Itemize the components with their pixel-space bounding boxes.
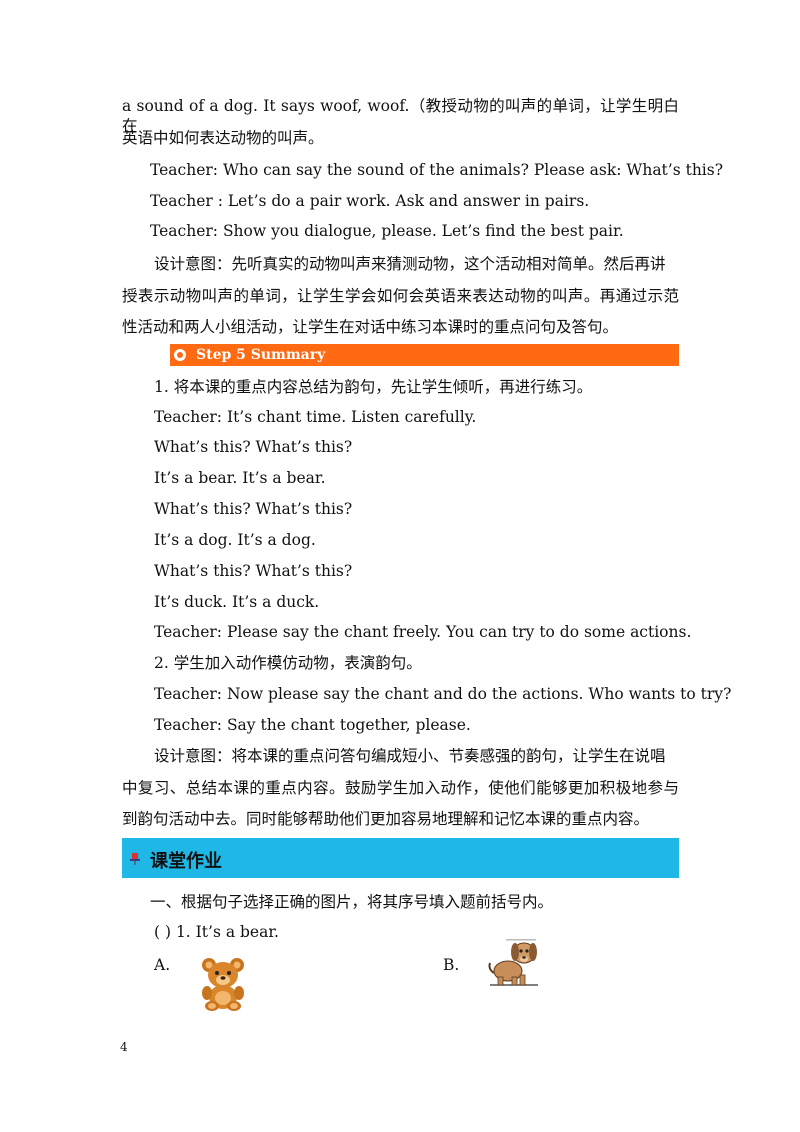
option-a-label: A. (154, 956, 171, 974)
design-intent-line: 中复习、总结本课的重点内容。鼓励学生加入动作，使他们能够更加积极地参与 (122, 779, 679, 797)
design-intent-line: 设计意图：将本课的重点问答句编成短小、节奏感强的韵句，让学生在说唱 (154, 747, 666, 765)
chant-line: It’s a bear. It’s a bear. (154, 469, 326, 487)
paragraph-line: 英语中如何表达动物的叫声。 (122, 129, 324, 147)
chant-line: It’s a dog. It’s a dog. (154, 531, 316, 549)
chant-line: What’s this? What’s this? (154, 500, 353, 518)
dog-picture (488, 939, 538, 986)
design-intent-line: 授表示动物叫声的单词，让学生学会如何会英语来表达动物的叫声。再通过示范 (122, 287, 679, 305)
summary-line: Teacher: Please say the chant freely. Yo… (154, 623, 692, 641)
chant-line: What’s this? What’s this? (154, 438, 353, 456)
chant-line: What’s this? What’s this? (154, 562, 353, 580)
chant-line: It’s duck. It’s a duck. (154, 593, 320, 611)
summary-line: Teacher: Say the chant together, please. (154, 716, 471, 734)
teddy-bear-picture (202, 958, 244, 1011)
summary-line: Teacher: It’s chant time. Listen careful… (154, 408, 477, 426)
option-b-label: B. (443, 956, 460, 974)
summary-line: 1. 将本课的重点内容总结为韵句，先让学生倾听，再进行练习。 (154, 378, 593, 396)
page-number: 4 (120, 1040, 128, 1054)
exercise-instruction: 一、根据句子选择正确的图片，将其序号填入题前括号内。 (150, 893, 554, 911)
design-intent-line: 设计意图：先听真实的动物叫声来猜测动物，这个活动相对简单。然后再讲 (154, 255, 666, 273)
step-title: Step 5 Summary (196, 347, 326, 363)
design-intent-line: 到韵句活动中去。同时能够帮助他们更加容易地理解和记忆本课的重点内容。 (122, 810, 650, 828)
design-intent-line: 性活动和两人小组活动，让学生在对话中练习本课时的重点问句及答句。 (122, 318, 619, 336)
summary-line: Teacher: Now please say the chant and do… (154, 685, 732, 703)
homework-header: 课堂作业 (122, 838, 679, 878)
paragraph-line: a sound of a dog. It says woof, woof.（教授… (122, 97, 679, 135)
teacher-line: Teacher : Let’s do a pair work. Ask and … (150, 192, 590, 210)
step-5-header: Step 5 Summary (170, 344, 679, 366)
summary-line: 2. 学生加入动作模仿动物，表演韵句。 (154, 654, 422, 672)
circle-bullet-icon (174, 349, 186, 361)
homework-title: 课堂作业 (150, 851, 222, 872)
pin-icon (130, 853, 140, 865)
teacher-line: Teacher: Show you dialogue, please. Let’… (150, 222, 624, 240)
teacher-line: Teacher: Who can say the sound of the an… (150, 161, 724, 179)
question-1: ( ) 1. It’s a bear. (154, 923, 279, 941)
